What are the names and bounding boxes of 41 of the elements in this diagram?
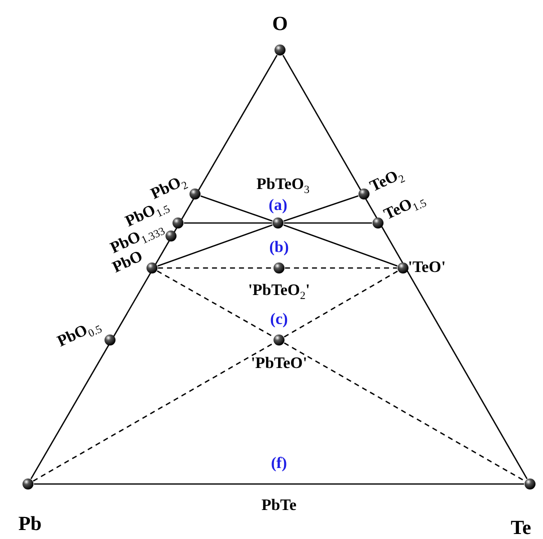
composition-point [273,262,285,274]
composition-point [524,478,536,490]
tie-line [200,195,273,222]
tie-line [184,222,272,224]
composition-point [372,217,384,229]
composition-point [22,478,34,490]
tie-line [283,224,398,267]
composition-point [272,217,284,229]
tie-line [158,267,273,269]
region-label: (a) [268,198,288,214]
composition-label: PbTe [262,498,296,514]
composition-label: 'TeO' [408,260,446,276]
composition-point [104,334,116,346]
composition-label: O [272,14,288,34]
tie-line [157,224,273,267]
region-label: (c) [270,312,288,328]
tie-line [284,222,372,224]
tie-line [284,342,526,482]
composition-label: Te [510,518,532,538]
tie-line [156,270,274,338]
region-label: (b) [269,240,289,256]
composition-point [397,262,409,274]
composition-point [172,217,184,229]
composition-point [146,262,158,274]
tie-line [30,54,278,480]
composition-point [273,334,285,346]
composition-label: 'PbTeO' [250,356,308,372]
tie-line [282,54,528,480]
composition-point [358,188,370,200]
tie-line [283,195,359,222]
composition-label: 'PbTeO$_{2}$' [248,283,310,302]
composition-label: PbTeO$_{3}$ [256,177,310,196]
tie-line [284,270,398,338]
composition-label: Pb [18,514,42,534]
tie-line [34,483,524,485]
tie-line [32,342,274,482]
composition-point [274,44,286,56]
tie-line [285,267,397,269]
composition-point [189,188,201,200]
composition-point [165,230,177,242]
region-label: (f) [271,456,287,472]
